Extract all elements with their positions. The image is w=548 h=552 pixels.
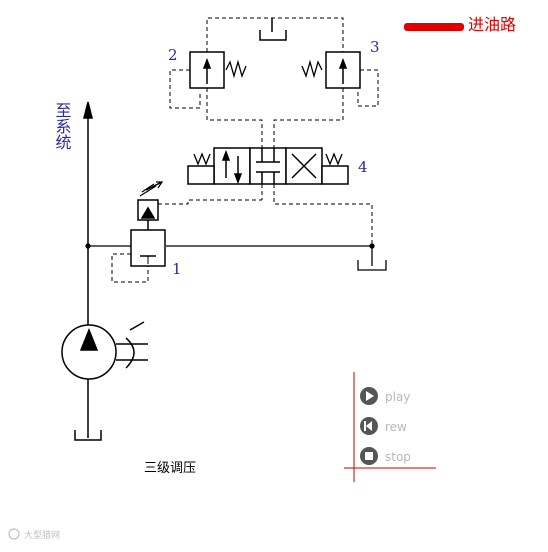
play-button[interactable]: play bbox=[360, 387, 410, 405]
main-supply-line bbox=[83, 101, 93, 438]
top-tank bbox=[259, 18, 287, 41]
watermark: 大型猎网 bbox=[8, 528, 60, 541]
pressure-line bbox=[85, 243, 387, 271]
valve-1-number: 1 bbox=[172, 260, 182, 278]
play-icon bbox=[360, 387, 378, 405]
stop-icon bbox=[360, 447, 378, 465]
valve-1-pilot-dash bbox=[111, 199, 262, 283]
legend-swatch bbox=[404, 23, 464, 31]
valve-2-number: 2 bbox=[168, 46, 178, 64]
stop-label: stop bbox=[385, 450, 411, 464]
relief-valve-1 bbox=[130, 181, 166, 267]
rewind-icon bbox=[360, 417, 378, 435]
relief-valve-3 bbox=[301, 51, 361, 89]
valve-4-number: 4 bbox=[358, 158, 368, 176]
valve-3-number: 3 bbox=[370, 38, 380, 56]
rew-button[interactable]: rew bbox=[360, 417, 407, 435]
rew-label: rew bbox=[385, 420, 407, 434]
pump-symbol bbox=[61, 321, 148, 380]
pump-tank bbox=[74, 430, 102, 441]
legend-label: 进油路 bbox=[468, 15, 516, 34]
control-panel-frame bbox=[344, 372, 436, 482]
directional-valve-4 bbox=[187, 147, 349, 185]
watermark-text: 大型猎网 bbox=[24, 529, 60, 541]
play-label: play bbox=[385, 390, 410, 404]
stop-button[interactable]: stop bbox=[360, 447, 411, 465]
relief-valve-2 bbox=[189, 51, 247, 89]
diagram-caption: 三级调压 bbox=[144, 461, 196, 476]
pilot-dashed-lines bbox=[169, 17, 379, 244]
to-system-label: 至系统 bbox=[53, 102, 72, 150]
legend: 进油路 bbox=[404, 15, 516, 34]
